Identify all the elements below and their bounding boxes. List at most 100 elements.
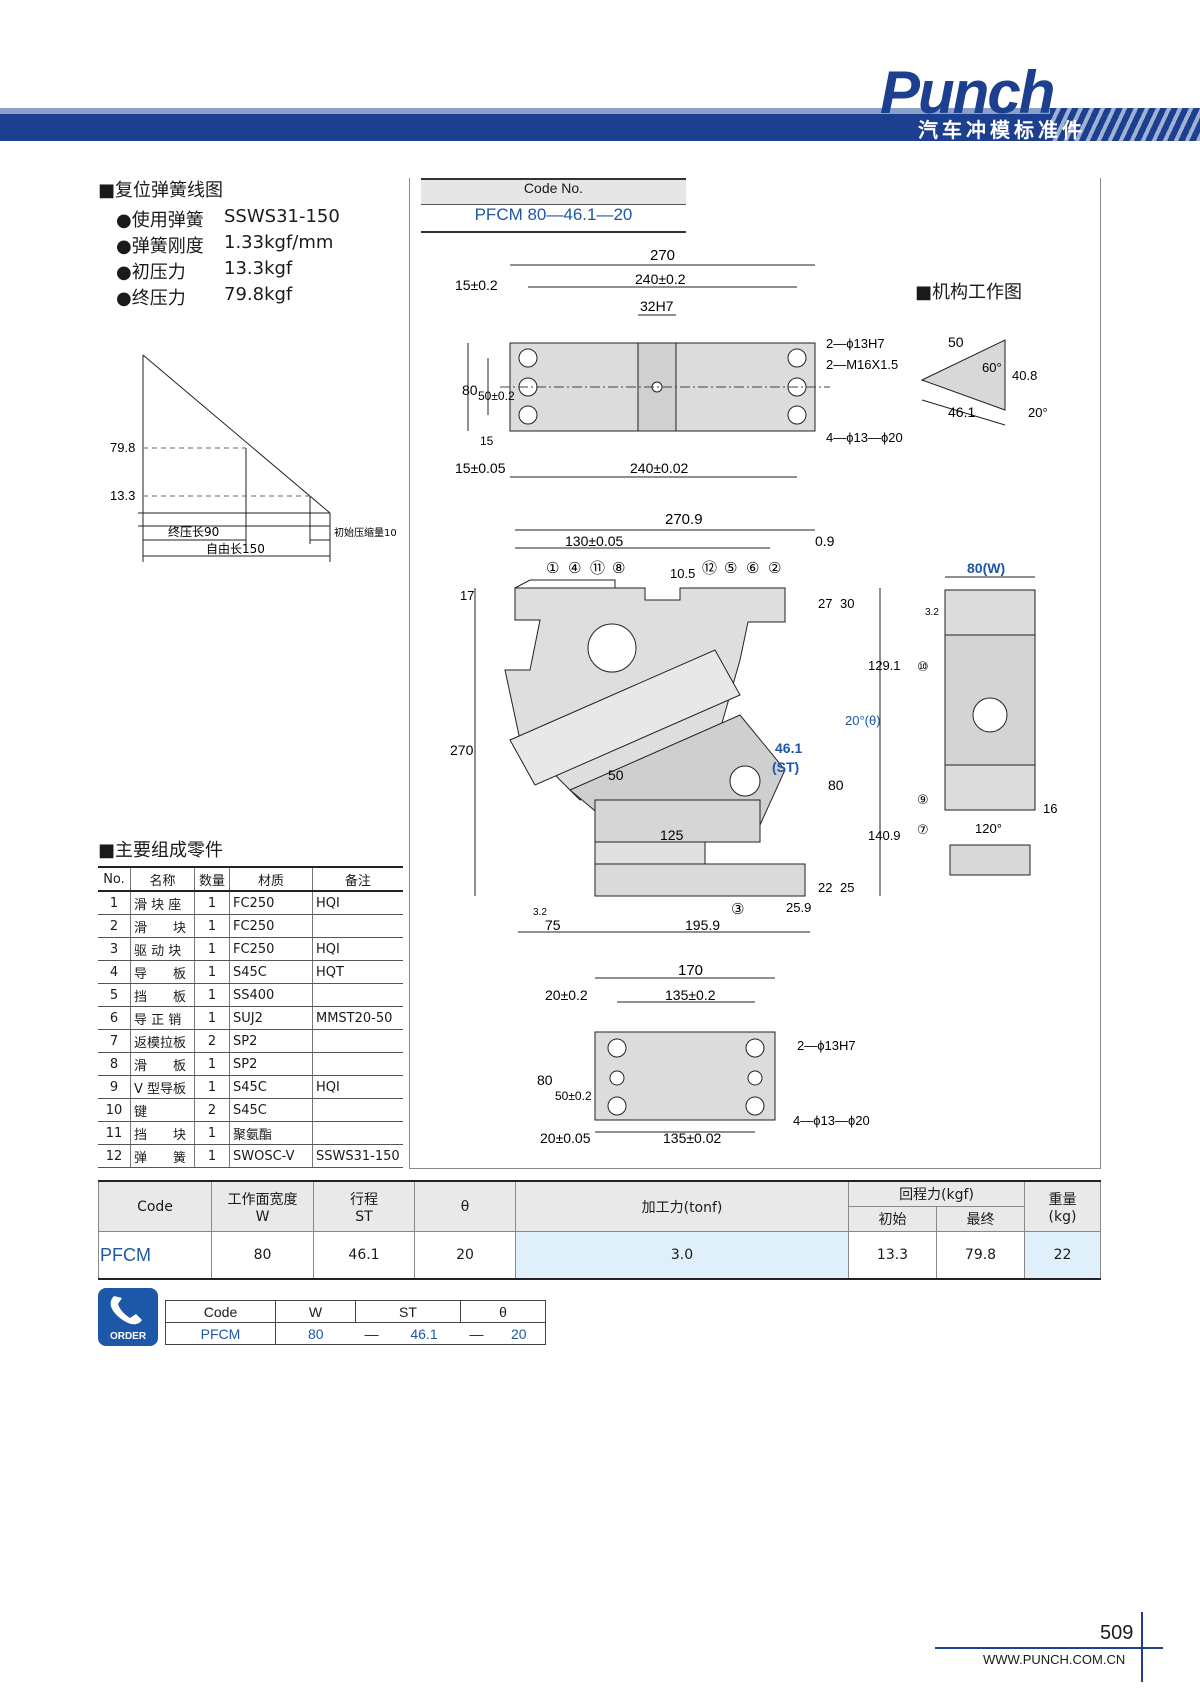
dim-label: 32H7 xyxy=(640,298,674,314)
order-value-row: PFCM 80 — 46.1 — 20 xyxy=(165,1322,546,1345)
spec-h-width-symbol: W xyxy=(255,1208,270,1225)
part-qty: 1 xyxy=(194,914,230,938)
part-material: SUJ2 xyxy=(229,1006,313,1030)
roughness-label: 3.2 xyxy=(533,907,547,918)
header-stripes xyxy=(1050,108,1200,141)
dim-label: 270 xyxy=(650,247,675,264)
dim-label: 120° xyxy=(975,821,1002,836)
spring-spec-row: ●弹簧刚度 1.33kgf/mm xyxy=(116,232,376,257)
part-no: 9 xyxy=(98,1075,131,1099)
spec-label: ●终压力 xyxy=(116,288,186,309)
order-h-code: Code xyxy=(165,1300,276,1323)
dim-label: 50±0.2 xyxy=(555,1089,592,1103)
part-name: 返模拉板 xyxy=(130,1029,195,1053)
part-qty: 1 xyxy=(194,1006,230,1030)
part-remark: HQI xyxy=(311,937,403,961)
mech-dim: 50 xyxy=(948,334,964,350)
spec-row: PFCM 80 46.1 20 3.0 13.3 79.8 22 xyxy=(98,1231,1101,1280)
roughness-label: 3.2 xyxy=(925,607,939,618)
spec-h-return: 回程力(kgf) xyxy=(848,1180,1025,1207)
part-no: 12 xyxy=(98,1144,131,1168)
spec-value: 1.33kgf/mm xyxy=(224,232,334,253)
dim-label: 25.9 xyxy=(786,900,811,915)
part-no: 3 xyxy=(98,937,131,961)
part-qty: 1 xyxy=(194,960,230,984)
graph-initial-compression: 初始压缩量10 xyxy=(334,526,397,539)
part-material: SWOSC-V xyxy=(229,1144,313,1168)
spec-w: 80 xyxy=(211,1231,314,1280)
footer-url: WWW.PUNCH.COM.CN xyxy=(983,1652,1126,1667)
callout-9: ⑨ xyxy=(917,793,929,808)
part-material: S45C xyxy=(229,960,313,984)
part-name: 键 xyxy=(130,1098,195,1122)
code-number-value: PFCM 80—46.1—20 xyxy=(421,205,686,233)
code-number-header: Code No. xyxy=(421,178,686,205)
spec-theta: 20 xyxy=(414,1231,516,1280)
order-theta: 20 xyxy=(492,1322,546,1345)
col-material: 材质 xyxy=(229,866,313,892)
dim-label: 4—ϕ13—ϕ20 xyxy=(793,1113,870,1128)
dim-label: 135±0.02 xyxy=(663,1130,722,1146)
order-phone-icon: ORDER xyxy=(98,1288,158,1346)
col-qty: 数量 xyxy=(194,866,230,892)
part-qty: 1 xyxy=(194,1052,230,1076)
spec-st: 46.1 xyxy=(313,1231,415,1280)
order-dash: — xyxy=(355,1322,388,1345)
part-name: 滑 块 座 xyxy=(130,891,195,915)
dim-label: 270.9 xyxy=(665,511,703,528)
mech-dim: 20° xyxy=(1028,405,1048,420)
footer-rule xyxy=(935,1647,1163,1649)
part-material: S45C xyxy=(229,1098,313,1122)
callout-11: ⑪ xyxy=(590,559,605,577)
callout-5: ⑤ xyxy=(724,559,737,577)
part-material: SP2 xyxy=(229,1029,313,1053)
order-label: ORDER xyxy=(109,1331,147,1342)
order-header-row: Code W ST θ xyxy=(165,1300,546,1323)
part-no: 7 xyxy=(98,1029,131,1053)
dim-label: 2—M16X1.5 xyxy=(826,357,898,372)
dim-label: 4—ϕ13—ϕ20 xyxy=(826,430,903,445)
part-remark xyxy=(311,983,403,1007)
part-no: 1 xyxy=(98,891,131,915)
dim-label: 80 xyxy=(828,777,844,793)
part-no: 4 xyxy=(98,960,131,984)
width-label: 80(W) xyxy=(967,560,1005,576)
dim-label: 16 xyxy=(1043,801,1057,816)
spec-h-weight-unit: (kg) xyxy=(1048,1208,1077,1225)
spec-final: 79.8 xyxy=(936,1231,1025,1280)
order-h-w: W xyxy=(275,1300,356,1323)
dim-label: 240±0.2 xyxy=(635,271,686,287)
spec-label: ●弹簧刚度 xyxy=(116,236,204,257)
dim-label: 80 xyxy=(462,382,478,398)
callout-7: ⑦ xyxy=(917,823,929,838)
part-material: FC250 xyxy=(229,914,313,938)
graph-final-length: 终压长90 xyxy=(168,524,219,539)
brand-logo: Punch xyxy=(880,59,1055,126)
order-dash: — xyxy=(460,1322,493,1345)
header-band-highlight xyxy=(0,108,1200,114)
stroke-value-label: 46.1 xyxy=(775,740,802,756)
col-no: No. xyxy=(98,866,131,892)
part-name: 滑 块 xyxy=(130,914,195,938)
dim-label: 75 xyxy=(545,917,561,933)
spec-h-weight-label: 重量 xyxy=(1048,1191,1077,1208)
part-qty: 1 xyxy=(194,937,230,961)
part-name: 导 正 销 xyxy=(130,1006,195,1030)
callout-3: ③ xyxy=(731,900,744,918)
spec-h-final: 最终 xyxy=(936,1206,1025,1232)
dim-label: 20±0.2 xyxy=(545,987,588,1003)
part-material: FC250 xyxy=(229,891,313,915)
dim-label: 17 xyxy=(460,588,474,603)
drawing-frame xyxy=(409,178,1101,1169)
dim-label: 15±0.2 xyxy=(455,277,498,293)
top-view-drawing: 270 15±0.2 240±0.2 32H7 2—ϕ13H7 2—M16X1.… xyxy=(455,247,903,478)
order-st: 46.1 xyxy=(387,1322,461,1345)
